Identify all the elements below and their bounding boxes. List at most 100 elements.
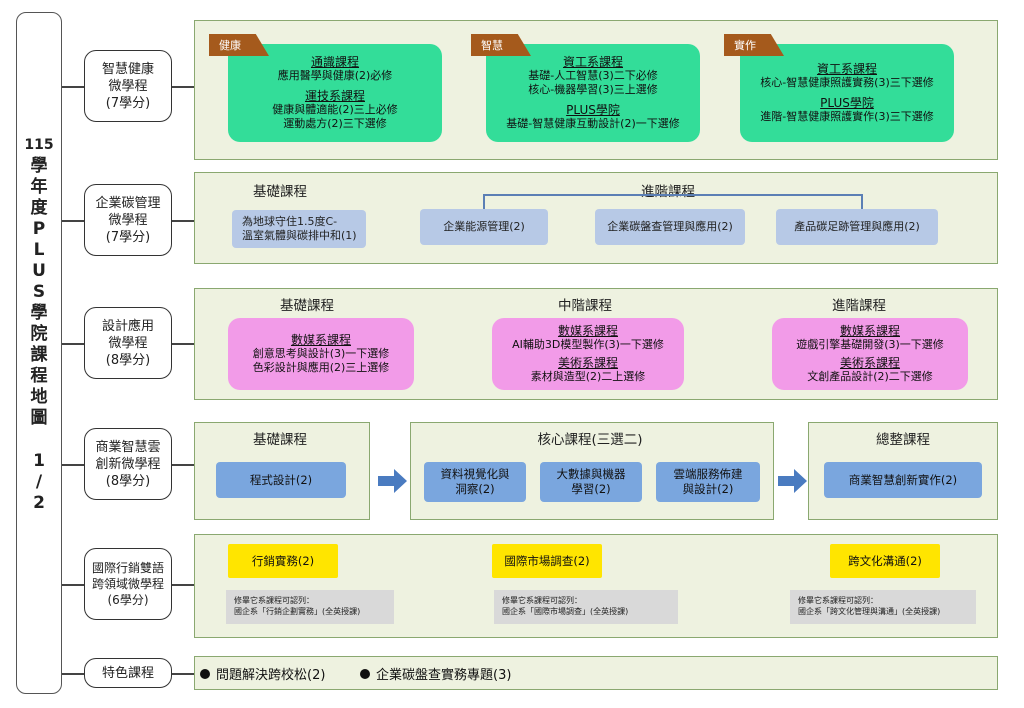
category-design-application: 設計應用 微學程 (8學分)	[84, 307, 172, 379]
smart-tag: 智慧	[471, 34, 531, 56]
title-char: U	[32, 261, 46, 281]
bullet-icon	[200, 668, 210, 679]
practice-tag: 實作	[724, 34, 784, 56]
course-group-heading: 資工系課程	[562, 55, 623, 69]
category-line: (7學分)	[105, 229, 151, 245]
core-heading: 核心課程(三選二)	[537, 432, 643, 448]
course-group-heading: 美術系課程	[557, 356, 618, 370]
title-char: 課	[30, 345, 48, 365]
health-tag: 健康	[209, 34, 269, 56]
course-item: 雲端服務佈建	[673, 467, 743, 481]
featured-item: 企業碳盤查實務專題(3)	[360, 664, 511, 683]
connector-line	[62, 584, 84, 586]
design-advanced-course-box: 數媒系課程 遊戲引擎基礎開發(3)一下選修 美術系課程 文創產品設計(2)二下選…	[772, 318, 968, 390]
practice-course-box: 資工系課程 核心-智慧健康照護實務(3)三下選修 PLUS學院 進階-智慧健康照…	[740, 44, 954, 142]
category-line: (8學分)	[105, 473, 151, 489]
course-item: 色彩設計與應用(2)三上選修	[252, 361, 390, 374]
connector-line	[172, 86, 194, 88]
category-international-marketing: 國際行銷雙語 跨領域微學程 (6學分)	[84, 548, 172, 620]
course-group-heading: 運技系課程	[304, 89, 365, 103]
featured-item: 問題解決跨校松(2)	[200, 664, 325, 683]
design-intermediate-course-box: 數媒系課程 AI輔助3D模型製作(3)一下選修 美術系課程 素材與造型(2)二上…	[492, 318, 684, 390]
bullet-icon	[360, 668, 370, 679]
course-item: 素材與造型(2)二上選修	[530, 370, 646, 383]
course-item: 遊戲引擎基礎開發(3)一下選修	[796, 338, 944, 351]
category-line: (7學分)	[105, 95, 151, 111]
category-line: 企業碳管理	[95, 195, 161, 211]
title-char: L	[33, 240, 45, 260]
course-group-heading: 通識課程	[310, 55, 359, 69]
bracket-line	[483, 194, 485, 210]
course-group-heading: 數媒系課程	[290, 333, 351, 347]
credit-note: 修畢它系課程可認列： 國企系「行銷企劃實務」(全英授課)	[226, 590, 394, 624]
title-char: 地	[30, 387, 48, 407]
course-item: 洞察(2)	[455, 482, 495, 496]
business-core-course: 雲端服務佈建 與設計(2)	[656, 462, 760, 502]
category-line: 特色課程	[101, 665, 154, 681]
course-item: AI輔助3D模型製作(3)一下選修	[512, 338, 664, 351]
category-featured-courses: 特色課程	[84, 658, 172, 688]
featured-courses-panel	[194, 656, 998, 690]
basic-heading: 基礎課程	[253, 184, 307, 200]
title-char: 度	[30, 198, 48, 218]
carbon-advanced-course: 產品碳足跡管理與應用(2)	[776, 209, 938, 245]
business-capstone-course: 商業智慧創新實作(2)	[824, 462, 982, 498]
basic-heading: 基礎課程	[253, 432, 307, 448]
course-item: 大數據與機器	[556, 467, 626, 481]
right-arrow-icon	[778, 469, 807, 493]
title-char: P	[32, 219, 46, 239]
category-line: 微學程	[108, 335, 148, 351]
title-char: 院	[30, 324, 48, 344]
connector-line	[62, 673, 84, 675]
business-basic-course: 程式設計(2)	[216, 462, 346, 498]
connector-line	[172, 343, 194, 345]
note-line: 修畢它系課程可認列：	[798, 596, 878, 605]
course-item: 為地球守住1.5度C-	[242, 215, 338, 228]
title-char: 115	[24, 137, 54, 153]
featured-item-label: 企業碳盤查實務專題(3)	[376, 668, 512, 683]
course-item: 學習(2)	[571, 482, 611, 496]
course-item: 核心-智慧健康照護實務(3)三下選修	[760, 76, 934, 89]
course-item: 資料視覺化與	[440, 467, 510, 481]
connector-line	[172, 673, 194, 675]
connector-line	[62, 343, 84, 345]
capstone-heading: 總整課程	[876, 432, 930, 448]
connector-line	[172, 220, 194, 222]
course-item: 基礎-人工智慧(3)二下必修	[528, 69, 658, 82]
connector-line	[62, 220, 84, 222]
category-line: (6學分)	[107, 593, 149, 607]
category-line: 設計應用	[101, 318, 154, 334]
title-char: 圖	[30, 408, 48, 428]
category-line: 跨領域微學程	[91, 577, 164, 591]
smart-course-box: 資工系課程 基礎-人工智慧(3)二下必修 核心-機器學習(3)三上選修 PLUS…	[486, 44, 700, 142]
note-line: 修畢它系課程可認列：	[502, 596, 582, 605]
bracket-line	[483, 194, 862, 196]
business-core-course: 資料視覺化與 洞察(2)	[424, 462, 526, 502]
title-char: 1	[33, 451, 45, 471]
course-item: 應用醫學與健康(2)必修	[277, 69, 393, 82]
intl-course: 國際市場調查(2)	[492, 544, 602, 578]
carbon-advanced-course: 企業能源管理(2)	[420, 209, 548, 245]
vertical-title-frame: 115 學 年 度 P L U S 學 院 課 程 地 圖 1 / 2	[16, 12, 62, 694]
credit-note: 修畢它系課程可認列： 國企系「跨文化管理與溝通」(全英授課)	[790, 590, 976, 624]
credit-note: 修畢它系課程可認列： 國企系「國際市場調查」(全英授課)	[494, 590, 678, 624]
category-line: 商業智慧雲	[95, 439, 161, 455]
right-arrow-icon	[378, 469, 407, 493]
course-group-heading: 資工系課程	[816, 62, 877, 76]
intermediate-heading: 中階課程	[558, 298, 612, 314]
bracket-line	[861, 194, 863, 210]
title-char: 學	[30, 156, 48, 176]
course-group-heading: 美術系課程	[839, 356, 900, 370]
course-item: 基礎-智慧健康互動設計(2)一下選修	[506, 117, 680, 130]
note-line: 國企系「跨文化管理與溝通」(全英授課)	[798, 607, 941, 616]
category-line: 微學程	[108, 78, 148, 94]
carbon-basic-course: 為地球守住1.5度C- 溫室氣體與碳排中和(1)	[232, 210, 366, 248]
intl-course: 行銷實務(2)	[228, 544, 338, 578]
course-group-heading: 數媒系課程	[839, 324, 900, 338]
category-business-intelligence-cloud: 商業智慧雲 創新微學程 (8學分)	[84, 428, 172, 500]
basic-heading: 基礎課程	[280, 298, 334, 314]
category-smart-health: 智慧健康 微學程 (7學分)	[84, 50, 172, 122]
featured-item-label: 問題解決跨校松(2)	[216, 668, 326, 683]
title-char: /	[35, 472, 43, 492]
connector-line	[172, 464, 194, 466]
